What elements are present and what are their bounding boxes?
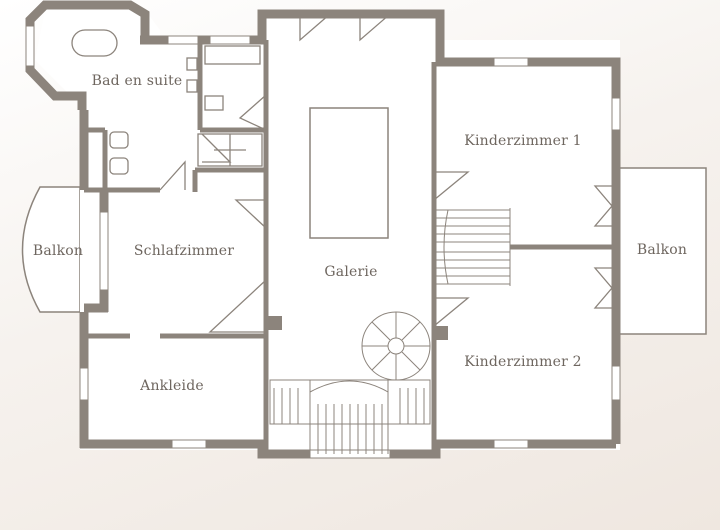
bath-fixtures <box>71 29 263 175</box>
room-label-balkon-left: Balkon <box>32 243 84 259</box>
staircases <box>269 208 511 454</box>
room-label-kinderzimmer-2: Kinderzimmer 2 <box>464 354 582 370</box>
balconies <box>21 167 707 335</box>
room-label-galerie: Galerie <box>324 264 378 280</box>
balcony-left-outline <box>21 186 81 313</box>
balcony-right-outline <box>611 167 707 335</box>
interior-walls <box>84 40 612 450</box>
room-label-ankleide: Ankleide <box>140 378 204 394</box>
door-swings <box>159 13 613 333</box>
room-label-bad-en-suite: Bad en suite <box>91 73 183 89</box>
room-label-schlafzimmer: Schlafzimmer <box>133 243 235 259</box>
gallery-void <box>309 107 389 239</box>
columns <box>268 316 448 340</box>
room-label-balkon-right: Balkon <box>636 242 688 258</box>
room-label-kinderzimmer-1: Kinderzimmer 1 <box>464 133 582 149</box>
